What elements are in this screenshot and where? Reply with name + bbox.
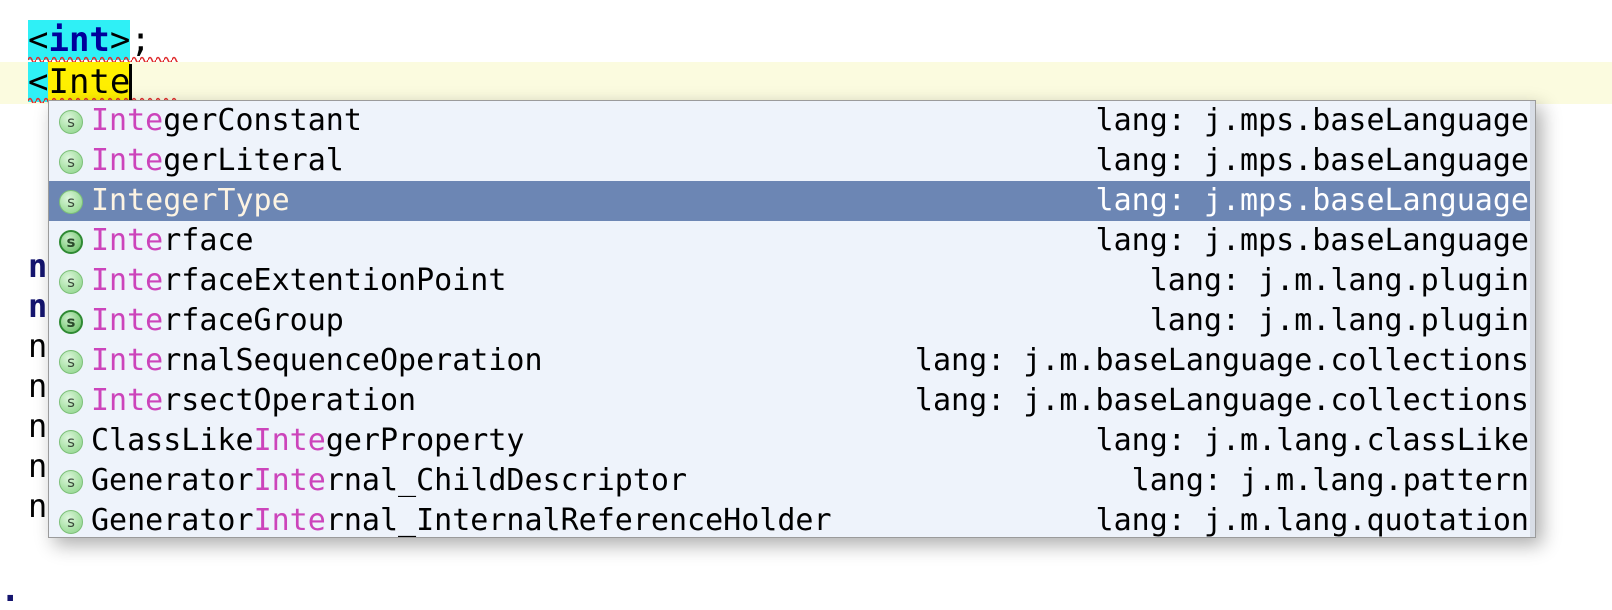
- completion-item-label: InterfaceGroup: [91, 303, 344, 338]
- concept-icon: s: [57, 187, 85, 215]
- completion-item-label: Interface: [91, 223, 254, 258]
- concept-icon: s: [57, 307, 85, 335]
- completion-item-label: IntersectOperation: [91, 383, 417, 418]
- concept-icon: s: [57, 147, 85, 175]
- completion-item-language: lang: j.mps.baseLanguage: [1095, 143, 1529, 178]
- code-token: ;: [130, 20, 151, 60]
- code-token: Inte: [48, 62, 131, 102]
- editor-background-glyph: n: [28, 367, 48, 405]
- completion-item-label: GeneratorInternal_InternalReferenceHolde…: [91, 503, 832, 538]
- editor-background-glyph: n: [28, 327, 48, 365]
- completion-item-language: lang: j.m.lang.classLike: [1095, 423, 1529, 458]
- code-token: int: [48, 20, 110, 60]
- code-token: >: [109, 20, 131, 60]
- concept-icon: s: [57, 227, 85, 255]
- completion-item-language: lang: j.mps.baseLanguage: [1095, 223, 1529, 258]
- completion-item-label: IntegerConstant: [91, 103, 362, 138]
- code-line-2[interactable]: <Inte: [28, 62, 133, 102]
- completion-item-label: ClassLikeIntegerProperty: [91, 423, 525, 458]
- concept-icon: s: [57, 427, 85, 455]
- error-squiggle-icon: [28, 55, 178, 62]
- completion-item-language: lang: j.mps.baseLanguage: [1095, 103, 1529, 138]
- completion-item-language: lang: j.m.lang.quotation: [1095, 503, 1529, 538]
- completion-item-label: IntegerType: [91, 183, 290, 218]
- completion-item-language: lang: j.mps.baseLanguage: [1095, 183, 1529, 218]
- current-line-highlight: [0, 62, 1612, 104]
- completion-item-label: InternalSequenceOperation: [91, 343, 543, 378]
- concept-icon: s: [57, 267, 85, 295]
- completion-item-language: lang: j.m.lang.pattern: [1131, 463, 1529, 498]
- editor-background-glyph: n: [28, 287, 48, 325]
- completion-item-language: lang: j.m.baseLanguage.collections: [914, 383, 1529, 418]
- code-token: <: [28, 20, 49, 60]
- completion-item-language: lang: j.m.baseLanguage.collections: [914, 343, 1529, 378]
- editor-background-glyph: n: [28, 407, 48, 445]
- error-squiggle-icon: [28, 96, 178, 103]
- editor-background-glyph: n: [28, 487, 48, 525]
- editor-background-glyph: n: [28, 247, 48, 285]
- completion-item-language: lang: j.m.lang.plugin: [1149, 263, 1529, 298]
- popup-scrollbar[interactable]: [1530, 101, 1535, 537]
- text-caret: [129, 64, 133, 100]
- editor-trailing-glyph: .: [0, 570, 21, 610]
- code-token: <: [28, 62, 49, 102]
- completion-item-label: InterfaceExtentionPoint: [91, 263, 507, 298]
- concept-icon: s: [57, 107, 85, 135]
- code-line-1[interactable]: <int>;: [28, 20, 151, 60]
- concept-icon: s: [57, 347, 85, 375]
- concept-icon: s: [57, 387, 85, 415]
- concept-icon: s: [57, 507, 85, 535]
- editor-background-glyph: n: [28, 447, 48, 485]
- completion-item-language: lang: j.m.lang.plugin: [1149, 303, 1529, 338]
- completion-item-label: IntegerLiteral: [91, 143, 344, 178]
- concept-icon: s: [57, 467, 85, 495]
- completion-item-label: GeneratorInternal_ChildDescriptor: [91, 463, 688, 498]
